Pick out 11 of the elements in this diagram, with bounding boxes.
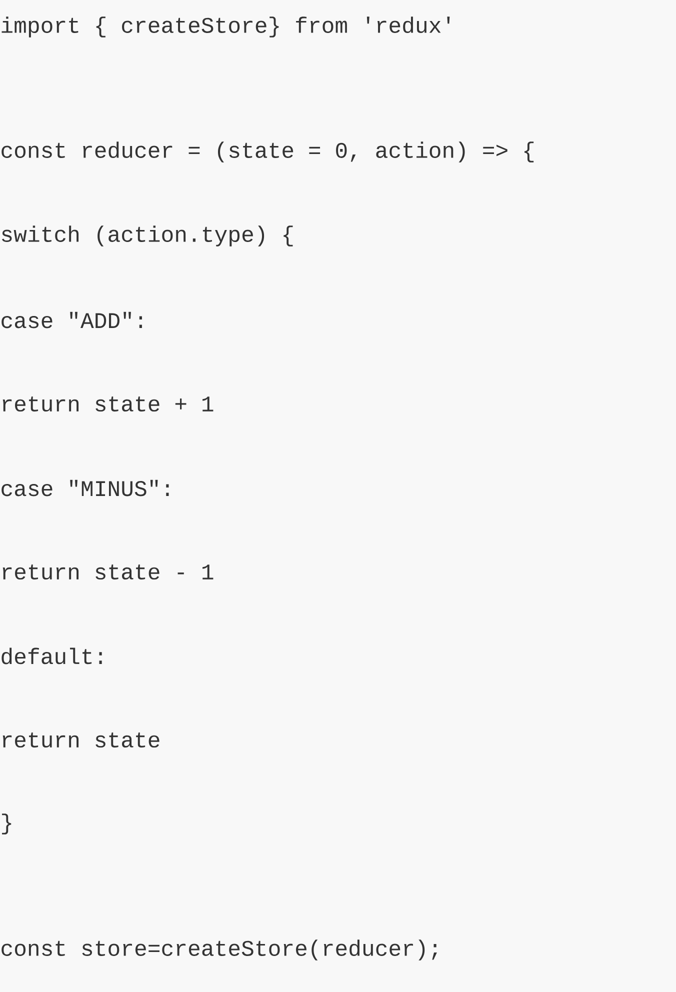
code-line: import { createStore} from 'redux' xyxy=(2,16,450,38)
code-line: const reducer = (state = 0, action) => { xyxy=(2,142,534,162)
code-line: default: xyxy=(2,648,102,664)
code-line: case "MINUS": xyxy=(2,480,169,496)
code-line: const store=createStore(reducer); xyxy=(2,940,437,960)
code-line: switch (action.type) { xyxy=(2,226,293,246)
code-line: case "ADD": xyxy=(2,312,142,328)
code-line: return state - 1 xyxy=(2,564,214,580)
code-line: return state xyxy=(2,732,160,748)
code-line: return state + 1 xyxy=(2,396,214,412)
code-line: } xyxy=(2,814,12,834)
